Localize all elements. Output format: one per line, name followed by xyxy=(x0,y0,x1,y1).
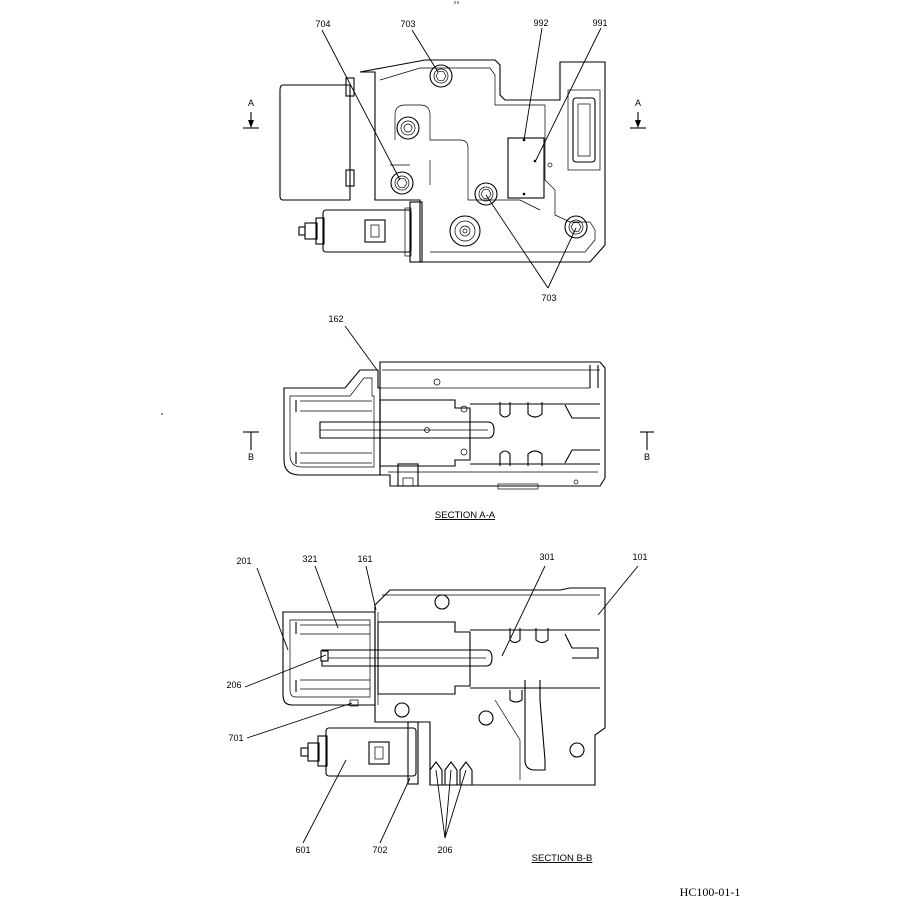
section-b-right-marker: B xyxy=(640,431,654,462)
callout-703-top: 703 xyxy=(400,19,415,29)
port-plug xyxy=(449,215,481,247)
section-a-right-marker: A xyxy=(630,98,646,129)
solenoid-top-view xyxy=(298,201,423,263)
section-bb-caption: SECTION B-B xyxy=(532,853,593,864)
plugs-206 xyxy=(429,761,473,786)
section-aa-caption: SECTION A-A xyxy=(435,510,496,521)
bolt-703-top xyxy=(429,64,453,88)
top-view: A A 704 703 992 991 703 xyxy=(243,18,646,303)
callout-702: 702 xyxy=(372,845,387,855)
callout-701: 701 xyxy=(228,733,243,743)
callout-161: 161 xyxy=(357,554,372,564)
bolt-upper-left xyxy=(396,116,420,140)
bolt-704 xyxy=(390,171,414,195)
section-bb: 201 321 161 301 101 206 701 601 702 206 … xyxy=(226,552,647,864)
callout-162: 162 xyxy=(328,314,343,324)
bolt-703-mid xyxy=(474,182,498,206)
section-b-left-marker: B xyxy=(243,431,259,462)
section-a-left-letter: A xyxy=(248,98,254,108)
callout-992: 992 xyxy=(533,18,548,28)
callout-321: 321 xyxy=(302,554,317,564)
callout-703-bottom: 703 xyxy=(541,293,556,303)
drawing-reference: HC100-01-1 xyxy=(680,885,741,899)
callout-201: 201 xyxy=(236,556,251,566)
callout-101: 101 xyxy=(632,552,647,562)
solenoid-601 xyxy=(300,721,419,785)
callout-601: 601 xyxy=(295,845,310,855)
callout-206-plugs: 206 xyxy=(437,845,452,855)
callout-991: 991 xyxy=(592,18,607,28)
section-a-left-marker: A xyxy=(243,98,259,129)
callout-301: 301 xyxy=(539,552,554,562)
section-b-left-letter: B xyxy=(248,452,254,462)
bolt-703-right xyxy=(564,215,588,239)
section-aa: B B 162 SECTION A-A xyxy=(243,314,654,521)
section-a-right-letter: A xyxy=(635,98,641,108)
section-b-right-letter: B xyxy=(644,452,650,462)
callout-206-spool: 206 xyxy=(226,680,241,690)
callout-704: 704 xyxy=(315,19,330,29)
